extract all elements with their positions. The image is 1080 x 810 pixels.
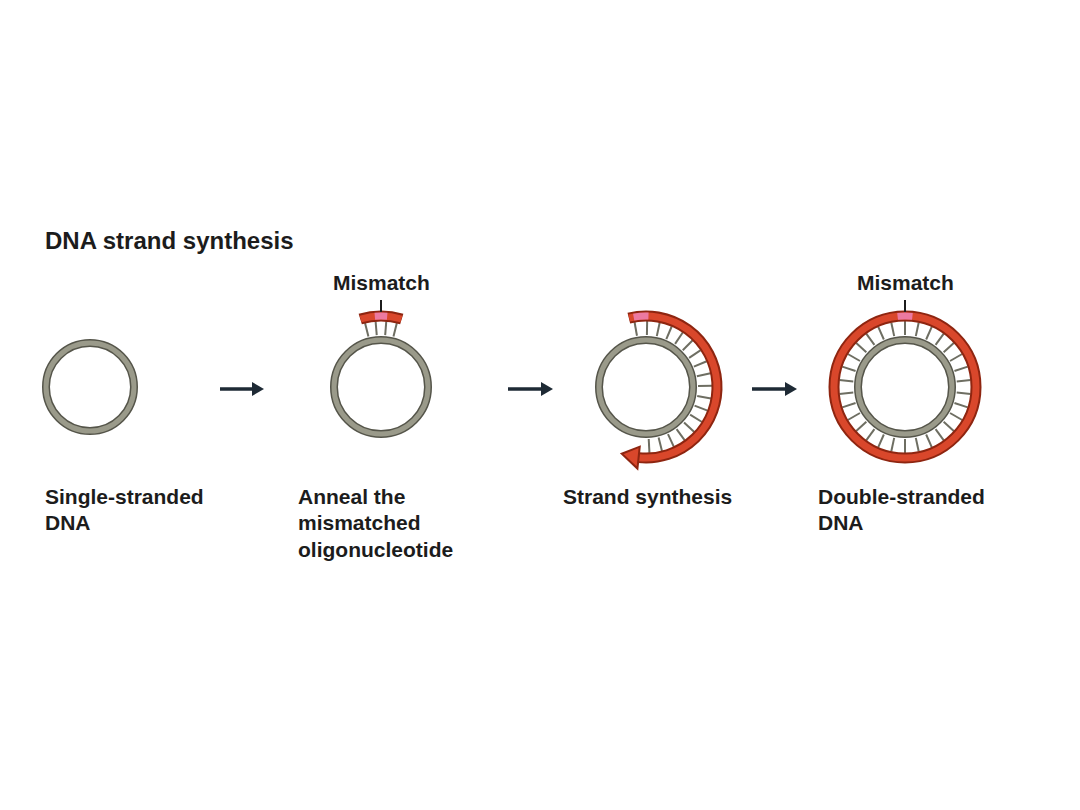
stage-caption: Anneal the mismatched oligonucleotide [298,484,478,563]
mismatch-leader [380,300,382,312]
base-pair-rung [957,380,971,381]
new-strand-outline [834,316,976,458]
base-pair-rung [684,422,694,432]
ssdna-ring-outline [334,340,428,434]
mismatch-leader [904,300,906,312]
base-pair-rung [856,422,866,431]
base-pair-rung [950,354,962,361]
base-pair-rung [376,321,377,335]
mismatch-label: Mismatch [857,270,954,296]
stage-caption: Single-stranded DNA [45,484,225,537]
mismatch-segment [898,313,913,320]
mismatch-label: Mismatch [333,270,430,296]
mismatch-segment [634,316,649,317]
base-pair-rung [878,435,884,448]
base-pair-rung [891,438,894,452]
stage-caption: Strand synthesis [563,484,763,510]
step-arrow [508,387,545,391]
base-pair-rung [842,403,855,407]
base-pair-rung [839,392,853,393]
base-pair-rung [666,326,671,339]
ssdna-ring [599,340,693,434]
new-strand-outline [360,316,402,319]
diagram-title: DNA strand synthesis [45,226,294,256]
base-pair-rung [659,437,662,451]
base-pair-rung [648,439,651,453]
base-pair-rung [848,354,860,361]
base-pair-rung [393,323,396,337]
base-pair-rung [957,392,971,393]
ssdna-ring-outline [599,340,693,434]
new-strand [834,316,976,458]
base-pair-rung [668,434,674,447]
base-pair-rung [635,322,637,336]
base-pair-rung [698,385,712,387]
base-pair-rung [675,332,683,344]
base-pair-rung [657,322,660,336]
base-pair-rung [878,327,884,340]
new-strand [629,316,717,458]
base-pair-rung [866,429,874,440]
base-pair-rung [936,334,944,345]
base-pair-rung [904,321,906,335]
base-pair-rung [936,429,944,440]
base-pair-rung [694,361,707,366]
base-pair-rung [385,321,386,335]
base-pair-rung [677,429,685,440]
ssdna-ring-outline [858,340,952,434]
base-pair-rung [697,373,711,376]
base-pair-rung [926,435,932,448]
base-pair-rung [954,367,967,371]
stage-caption: Double-stranded DNA [818,484,1008,537]
base-pair-rung [690,415,702,422]
base-pair-rung [866,334,874,345]
base-pair-rung [839,380,853,381]
strand-arrowhead [622,447,640,469]
base-pair-rung [944,343,954,352]
ssdna-ring [334,340,428,434]
step-arrow [220,387,256,391]
base-pair-rung [697,396,711,398]
ssdna-ring [46,343,134,431]
base-pair-rung [365,323,368,337]
step-arrow [752,387,789,391]
base-pair-rung [904,439,906,453]
new-strand [361,316,402,319]
base-pair-rung [695,406,708,411]
base-pair-rung [856,343,866,352]
base-pair-rung [848,413,860,420]
base-pair-rung [954,403,967,407]
base-pair-rung [950,413,962,420]
step-arrowhead [252,382,264,396]
base-pair-rung [926,327,932,340]
base-pair-rung [916,322,919,336]
step-arrowhead [785,382,797,396]
base-pair-rung [916,438,919,452]
base-pair-rung [842,367,855,371]
base-pair-rung [646,321,648,335]
mismatch-segment [375,312,387,319]
new-strand-outline [629,316,717,458]
base-pair-rung [891,322,894,336]
step-arrowhead [541,382,553,396]
base-pair-rung [689,350,701,358]
ssdna-ring-outline [46,343,134,431]
base-pair-rung [944,422,954,431]
base-pair-rung [683,340,693,350]
ssdna-ring [858,340,952,434]
